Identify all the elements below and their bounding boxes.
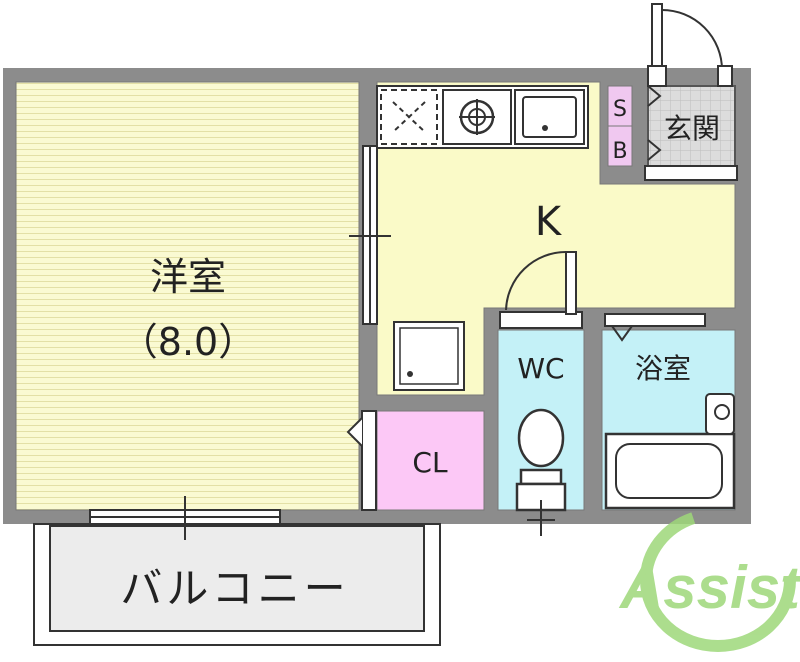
closet-label: CL <box>412 446 448 479</box>
washing-machine-space-icon <box>393 321 465 391</box>
western-room-floor <box>15 81 360 511</box>
front-door-icon <box>647 3 733 161</box>
balcony-window-icon <box>89 496 281 540</box>
shoe-box-label-top: S <box>613 97 627 122</box>
kitchen-floor <box>376 81 736 396</box>
bathtub-icon <box>604 432 736 510</box>
toilet-icon <box>515 408 567 536</box>
logo-text: Assist <box>618 554 800 621</box>
sink-icon <box>514 89 585 145</box>
faucet-icon <box>705 393 735 435</box>
kitchen-label: K <box>535 199 563 245</box>
closet-door-icon <box>346 410 377 511</box>
western-room-size: （8.0） <box>120 320 256 364</box>
toilet-label: WC <box>517 352 564 385</box>
western-room-name: 洋室 <box>150 255 226 299</box>
entrance-label: 玄関 <box>664 112 720 145</box>
shoe-box-label-bottom: B <box>612 139 627 164</box>
balcony-label: バルコニー <box>120 564 349 613</box>
entrance-floor <box>647 85 736 167</box>
bathroom-door-icon <box>604 313 706 342</box>
sliding-door-icon <box>349 145 391 325</box>
stove-icon <box>442 89 512 145</box>
bathroom-label: 浴室 <box>635 352 691 385</box>
assist-logo: Assist <box>618 508 800 652</box>
refrigerator-space-icon <box>380 89 438 145</box>
closet-floor <box>376 410 485 511</box>
entrance-step <box>644 165 738 181</box>
toilet-door-icon <box>499 251 583 329</box>
balcony-floor <box>49 525 425 632</box>
